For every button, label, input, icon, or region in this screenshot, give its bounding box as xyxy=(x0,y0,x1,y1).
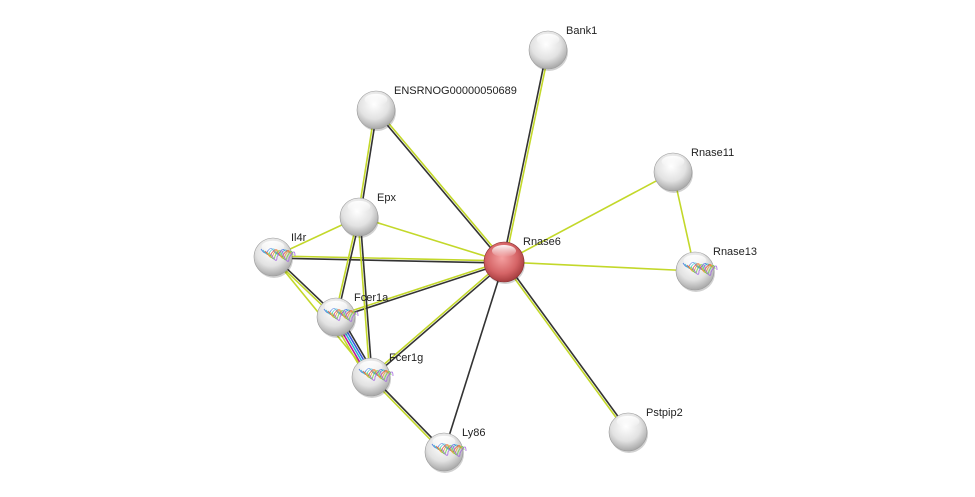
node-highlight xyxy=(432,435,456,448)
node-label: Il4r xyxy=(291,232,307,244)
node-label: Rnase6 xyxy=(523,236,561,248)
edge-evidence-black xyxy=(374,110,504,264)
edge-evidence-text xyxy=(504,50,550,263)
node-highlight xyxy=(616,415,640,428)
edge-Rnase6-Il4r[interactable] xyxy=(272,255,505,264)
node-label: Epx xyxy=(377,192,396,204)
edge-evidence-black xyxy=(371,262,506,379)
edge-Epx-Fcer1g[interactable] xyxy=(357,216,373,378)
edge-Rnase6-Fcer1a[interactable] xyxy=(335,260,505,319)
node-highlight xyxy=(324,300,348,313)
node-label: Rnase11 xyxy=(691,147,734,159)
edge-evidence-text xyxy=(369,260,504,377)
edge-Rnase6-ENSRNOG00000050689[interactable] xyxy=(374,108,506,264)
node-highlight xyxy=(661,155,685,168)
edge-Rnase6-Bank1[interactable] xyxy=(502,49,550,263)
node-Il4r[interactable]: Il4r xyxy=(253,232,307,278)
edge-evidence-text xyxy=(273,255,505,262)
node-Epx[interactable]: Epx xyxy=(339,192,396,238)
node-label: Fcer1g xyxy=(389,352,423,364)
node-Rnase13[interactable]: Rnase13 xyxy=(675,246,757,292)
node-label: Rnase13 xyxy=(713,246,757,258)
node-highlight xyxy=(364,93,388,106)
edges-layer xyxy=(271,49,696,454)
edge-evidence-text xyxy=(502,262,628,434)
node-Fcer1g[interactable]: Fcer1g xyxy=(351,352,423,398)
edge-Rnase6-Ly86[interactable] xyxy=(443,261,505,453)
node-label: Bank1 xyxy=(566,25,597,37)
edge-Rnase6-Rnase11[interactable] xyxy=(503,171,674,263)
node-label: ENSRNOG00000050689 xyxy=(394,85,517,97)
edge-evidence-text xyxy=(503,261,696,272)
node-Fcer1a[interactable]: Fcer1a xyxy=(316,292,389,338)
edge-evidence-black xyxy=(502,49,548,262)
node-Bank1[interactable]: Bank1 xyxy=(528,25,597,71)
edge-evidence-text xyxy=(357,217,371,378)
node-highlight xyxy=(683,254,707,267)
node-ENSRNOG00000050689[interactable]: ENSRNOG00000050689 xyxy=(356,85,517,131)
edge-Rnase6-Rnase13[interactable] xyxy=(503,261,696,272)
edge-evidence-text xyxy=(358,216,505,263)
edge-evidence-black xyxy=(443,261,505,453)
node-highlight xyxy=(492,245,516,257)
node-highlight xyxy=(261,240,285,253)
node-Pstpip2[interactable]: Pstpip2 xyxy=(608,407,683,453)
edge-evidence-text xyxy=(335,260,504,317)
node-highlight xyxy=(347,200,371,213)
node-label: Fcer1a xyxy=(354,292,389,304)
node-Rnase6[interactable]: Rnase6 xyxy=(483,236,561,284)
edge-evidence-text xyxy=(376,108,506,262)
node-highlight xyxy=(359,360,383,373)
edge-evidence-black xyxy=(272,257,504,264)
edge-Rnase6-Epx[interactable] xyxy=(358,216,505,263)
edge-Rnase6-Pstpip2[interactable] xyxy=(502,260,630,434)
edge-evidence-black xyxy=(504,260,630,432)
node-Rnase11[interactable]: Rnase11 xyxy=(653,147,734,193)
node-Ly86[interactable]: Ly86 xyxy=(424,427,485,473)
edge-evidence-text xyxy=(503,171,674,263)
node-label: Ly86 xyxy=(462,427,485,439)
node-highlight xyxy=(536,33,560,46)
edge-evidence-black xyxy=(359,216,373,377)
node-label: Pstpip2 xyxy=(646,407,683,419)
edge-Rnase6-Fcer1g[interactable] xyxy=(369,260,506,379)
